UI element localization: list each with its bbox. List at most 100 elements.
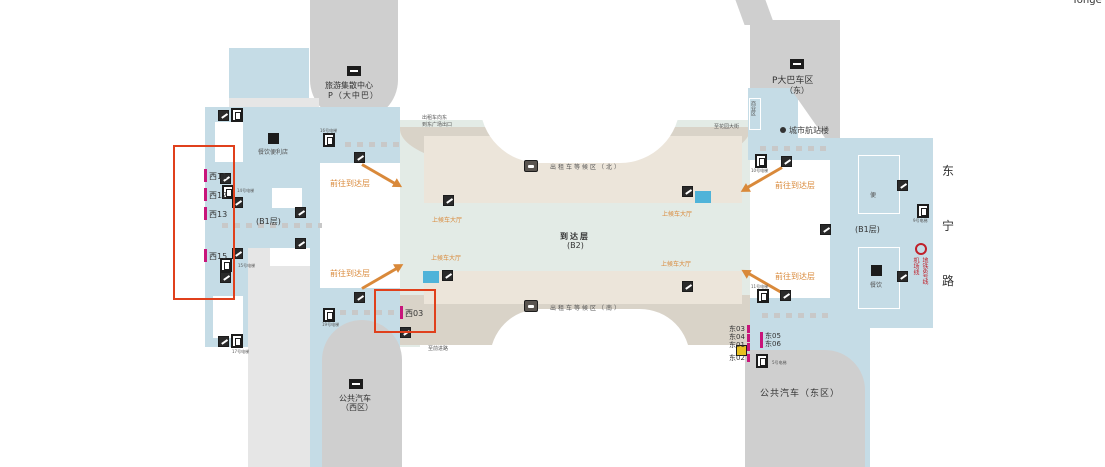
tour-center-line2: P（大中巴） bbox=[328, 91, 379, 100]
business-area-box bbox=[749, 98, 761, 130]
gate-west-03[interactable]: 西03 bbox=[405, 309, 424, 318]
west-public-bus-area bbox=[322, 320, 402, 467]
road-char-3: 路 bbox=[942, 274, 955, 288]
east-food-box bbox=[858, 247, 900, 309]
gate-east-05[interactable]: 东05 bbox=[765, 332, 781, 340]
west-void-1 bbox=[215, 122, 243, 162]
elevator-icon bbox=[917, 204, 929, 218]
arrival-level-code: (B2) bbox=[567, 241, 584, 250]
to-arrival-sw: 前往到达层 bbox=[330, 269, 370, 278]
east-concourse-right bbox=[830, 138, 933, 328]
elevator-icon bbox=[323, 308, 335, 322]
west-corridor bbox=[229, 98, 319, 108]
east-walkway bbox=[760, 146, 830, 151]
to-arrival-nw: 前往到达层 bbox=[330, 179, 370, 188]
city-terminal-dot-icon bbox=[780, 127, 786, 133]
big-bus-east-line2: （东） bbox=[785, 86, 809, 95]
escalator-icon bbox=[682, 281, 693, 292]
food-store-west-label: 餐饮便利店 bbox=[258, 149, 289, 156]
elevator-icon bbox=[323, 133, 335, 147]
east-walkway-2 bbox=[762, 313, 832, 318]
escalator-icon bbox=[780, 290, 791, 301]
gate-marker bbox=[747, 334, 750, 342]
west-void-2 bbox=[272, 188, 302, 208]
gate-marker bbox=[204, 169, 207, 182]
escalator-icon bbox=[232, 248, 243, 259]
highlight-box-west-03 bbox=[374, 289, 436, 333]
escalator-icon bbox=[218, 336, 229, 347]
elevator-9-label: 9号电梯 bbox=[913, 218, 928, 223]
taxi-waiting-south bbox=[424, 271, 742, 304]
metro-icon bbox=[915, 243, 927, 255]
gate-west-13[interactable]: 西13 bbox=[209, 210, 228, 219]
west-walkway-2 bbox=[340, 310, 400, 315]
elevator-15-label: 15号电梯 bbox=[238, 263, 256, 268]
boarding-hall-label-sw: 上候车大厅 bbox=[431, 255, 462, 262]
bus-icon bbox=[349, 379, 363, 389]
bus-icon bbox=[347, 66, 361, 76]
east-convenience-label: 便 bbox=[870, 192, 877, 199]
east-convenience-box bbox=[858, 155, 900, 214]
taxi-icon bbox=[524, 300, 538, 312]
gate-west-12[interactable]: 西12 bbox=[209, 191, 228, 200]
highlight-box-west-gates bbox=[173, 145, 235, 300]
elevator-icon bbox=[756, 354, 768, 368]
boarding-hall-label-ne: 上候车大厅 bbox=[662, 211, 693, 218]
escalator-icon bbox=[218, 110, 229, 121]
boarding-hall-label-se: 上候车大厅 bbox=[661, 261, 692, 268]
elevator-10-label: 10号电梯 bbox=[751, 168, 769, 173]
east-public-bus-area bbox=[745, 350, 865, 467]
escalator-icon bbox=[232, 197, 243, 208]
metro-line-a: 机场线 bbox=[912, 257, 919, 275]
south-cutout-2 bbox=[420, 345, 750, 467]
elevator-icon bbox=[231, 334, 243, 348]
gate-east-01[interactable]: 东01 bbox=[729, 341, 745, 349]
escalator-icon bbox=[682, 186, 693, 197]
elevator-16-label: 16号电梯 bbox=[320, 128, 338, 133]
west-walkway-3 bbox=[345, 142, 400, 147]
restroom-icon bbox=[736, 345, 747, 356]
gate-marker bbox=[747, 354, 750, 362]
taxi-north-label: 出租车等候区（北） bbox=[550, 164, 623, 171]
gate-marker bbox=[204, 249, 207, 262]
to-arrival-se: 前往到达层 bbox=[775, 272, 815, 281]
gate-east-02[interactable]: 东02 bbox=[729, 354, 745, 362]
car-pickup-icon bbox=[423, 271, 439, 283]
elevator-19-label: 19号电梯 bbox=[322, 322, 340, 327]
metro-line-b: 地铁6号线 bbox=[921, 257, 928, 285]
business-area-label: 商业区 bbox=[750, 101, 756, 116]
gate-west-11[interactable]: 西11 bbox=[209, 172, 228, 181]
north-cutout bbox=[480, 0, 680, 163]
gate-marker bbox=[400, 306, 403, 319]
elevator-icon bbox=[757, 289, 769, 303]
escalator-icon bbox=[897, 180, 908, 191]
escalator-icon bbox=[295, 207, 306, 218]
elevator-17-label: 17号电梯 bbox=[232, 349, 250, 354]
west-upper-block bbox=[229, 48, 309, 100]
elevator-11-label: 11号电梯 bbox=[751, 284, 769, 289]
gate-marker bbox=[760, 332, 763, 340]
escalator-icon bbox=[220, 272, 231, 283]
east-bus-parking-entry bbox=[735, 0, 775, 25]
elevator-5-label: 5号电梯 bbox=[772, 360, 787, 365]
public-bus-west-line1: 公共汽车 bbox=[339, 394, 371, 403]
escalator-icon bbox=[354, 152, 365, 163]
road-char-2: 宁 bbox=[942, 219, 955, 233]
restaurant-icon bbox=[871, 265, 882, 276]
escalator-icon bbox=[897, 271, 908, 282]
elevator-14-label: 14号电梯 bbox=[237, 188, 255, 193]
gate-west-15[interactable]: 西15 bbox=[209, 252, 228, 261]
west-parking-lot bbox=[248, 248, 310, 467]
gate-east-04[interactable]: 东04 bbox=[729, 333, 745, 341]
east-food-label: 餐饮 bbox=[870, 282, 883, 289]
west-void-3 bbox=[213, 296, 243, 338]
gate-east-06[interactable]: 东06 bbox=[765, 340, 781, 348]
tour-center-parking bbox=[310, 0, 398, 120]
gate-east-03[interactable]: 东03 bbox=[729, 325, 745, 333]
escalator-icon bbox=[354, 292, 365, 303]
corner-label: Yonge bbox=[1072, 0, 1102, 6]
arrival-level-title: 到达层 bbox=[560, 232, 590, 241]
gate-marker bbox=[760, 340, 763, 348]
public-bus-west-line2: （西区） bbox=[341, 403, 373, 412]
elevator-icon bbox=[220, 258, 232, 272]
